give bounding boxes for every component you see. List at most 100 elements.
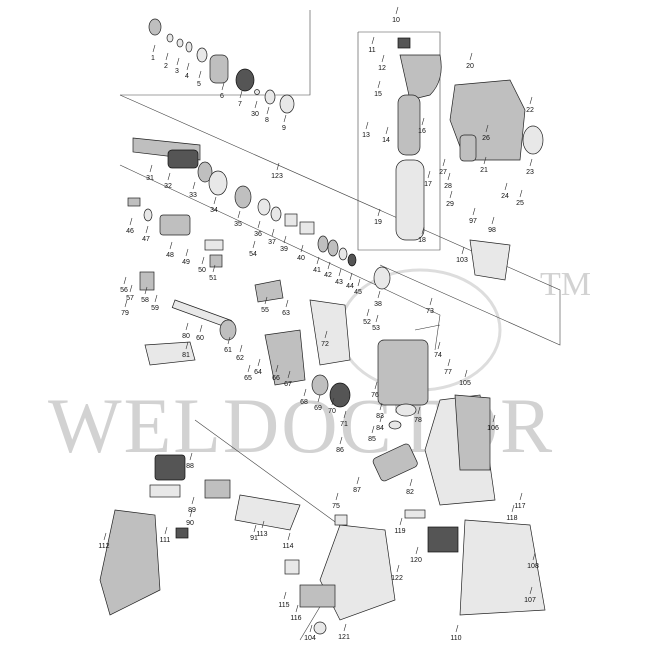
part-22 <box>522 125 544 155</box>
part-label-26: 26 <box>482 135 490 142</box>
part-label-70: 70 <box>328 408 336 415</box>
part-label-112: 112 <box>98 543 109 550</box>
leader-47 <box>145 225 149 234</box>
part-label-77: 77 <box>444 369 452 376</box>
part-2 <box>166 33 174 43</box>
leader-81 <box>185 341 189 350</box>
part-label-38: 38 <box>374 301 382 308</box>
part-111 <box>175 527 189 539</box>
leader-74 <box>437 341 441 350</box>
part-label-2: 2 <box>164 63 168 70</box>
part-97 <box>469 239 511 281</box>
leader-105 <box>464 369 468 378</box>
leader-79 <box>124 299 128 308</box>
leader-60 <box>199 324 203 333</box>
part-58 <box>139 271 155 291</box>
leader-69 <box>317 394 321 403</box>
part-label-8: 8 <box>265 117 269 124</box>
leader-116 <box>295 604 299 613</box>
part-37 <box>270 206 282 222</box>
part-12 <box>399 54 442 101</box>
part-43 <box>338 247 348 261</box>
leader-12 <box>381 54 385 63</box>
part-44 <box>347 253 357 267</box>
part-label-89: 89 <box>188 507 196 514</box>
leader-26 <box>485 124 489 133</box>
leader-3 <box>176 57 180 66</box>
part-label-73: 73 <box>426 308 434 315</box>
leader-44 <box>349 272 353 281</box>
part-label-37: 37 <box>268 239 276 246</box>
part-label-66: 66 <box>272 375 280 382</box>
leader-39 <box>283 235 287 244</box>
leader-2 <box>165 52 169 61</box>
part-label-20: 20 <box>466 63 474 70</box>
part-68 <box>311 374 329 396</box>
part-89 <box>149 484 181 498</box>
leader-25 <box>519 189 523 198</box>
leader-91 <box>253 524 257 533</box>
leader-19 <box>377 208 381 217</box>
part-label-85: 85 <box>368 436 376 443</box>
leader-82 <box>409 478 413 487</box>
part-label-34: 34 <box>210 207 218 214</box>
leader-62 <box>239 344 243 353</box>
part-33 <box>197 161 213 183</box>
leader-114 <box>287 532 291 541</box>
part-labels: 1234567308910111213141516171819202122232… <box>98 17 539 642</box>
part-5 <box>196 47 208 63</box>
part-label-59: 59 <box>151 305 159 312</box>
part-75 <box>334 514 348 526</box>
leader-63 <box>285 299 289 308</box>
leader-59 <box>154 294 158 303</box>
part-label-3: 3 <box>175 68 179 75</box>
leader-52 <box>366 308 370 317</box>
leader-16 <box>421 117 425 126</box>
leader-112 <box>103 532 107 541</box>
leader-61 <box>227 336 231 345</box>
leader-118 <box>511 504 515 513</box>
leader-21 <box>483 156 487 165</box>
part-51 <box>209 254 223 268</box>
part-label-5: 5 <box>197 81 201 88</box>
part-label-60: 60 <box>196 335 204 342</box>
leader-58 <box>144 286 148 295</box>
part-7 <box>235 68 255 92</box>
part-label-25: 25 <box>516 200 524 207</box>
part-label-19: 19 <box>374 219 382 226</box>
leader-66 <box>275 364 279 373</box>
leader-6 <box>221 82 225 91</box>
part-label-64: 64 <box>254 369 262 376</box>
leader-70 <box>331 397 335 406</box>
part-label-115: 115 <box>278 602 289 609</box>
part-label-79: 79 <box>121 310 129 317</box>
part-label-17: 17 <box>424 181 432 188</box>
leader-67 <box>287 370 291 379</box>
part-47 <box>143 208 153 222</box>
part-label-41: 41 <box>313 267 321 274</box>
part-label-67: 67 <box>284 381 292 388</box>
leader-55 <box>264 296 268 305</box>
part-11 <box>397 37 411 49</box>
part-label-49: 49 <box>182 259 190 266</box>
part-91 <box>234 494 301 531</box>
leader-31 <box>149 164 153 173</box>
leader-7 <box>239 90 243 99</box>
frame-piston <box>119 164 441 351</box>
part-label-68: 68 <box>300 399 308 406</box>
leader-106 <box>492 414 496 423</box>
part-108 <box>459 519 546 616</box>
leader-53 <box>375 314 379 323</box>
part-label-33: 33 <box>189 192 197 199</box>
part-label-81: 81 <box>182 352 190 359</box>
part-label-35: 35 <box>234 221 242 228</box>
armature <box>372 420 418 482</box>
leader-88 <box>189 452 193 461</box>
part-30 <box>254 89 260 95</box>
leader-110 <box>455 624 459 633</box>
part-1 <box>148 18 162 36</box>
part-label-75: 75 <box>332 503 340 510</box>
part-label-108: 108 <box>527 563 539 570</box>
part-label-54: 54 <box>249 251 257 258</box>
